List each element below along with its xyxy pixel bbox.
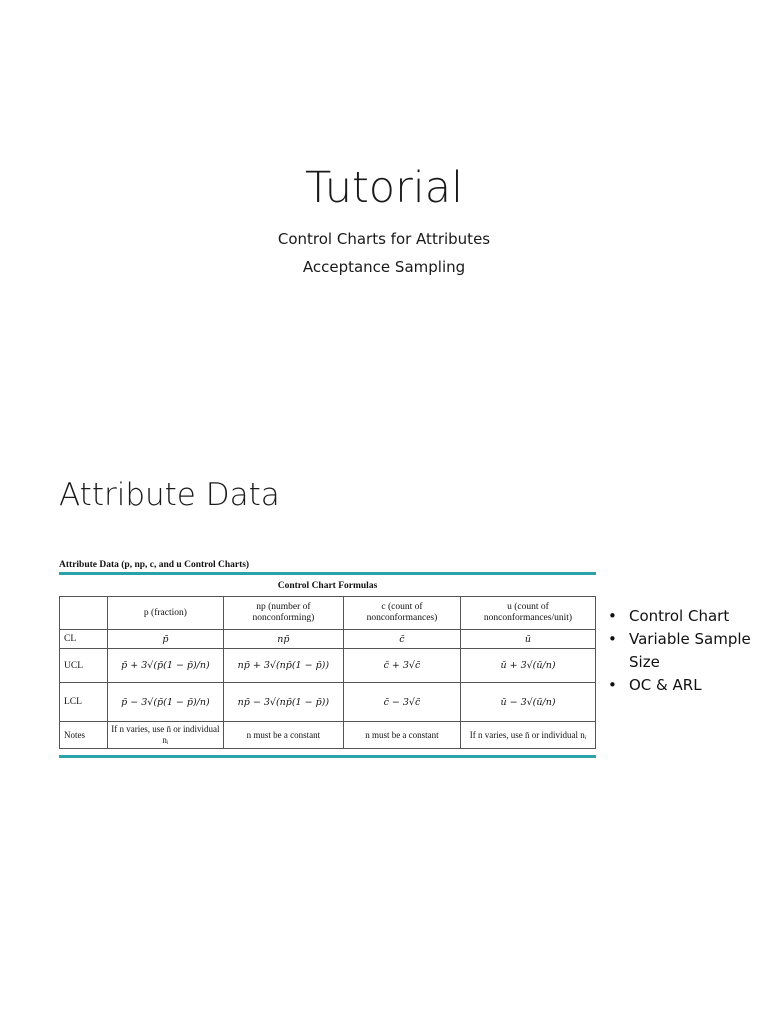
- table-cell: np̄ − 3√(np̄(1 − p̄)): [222, 682, 344, 722]
- table-cell: np̄: [222, 629, 344, 649]
- list-item: • OC & ARL: [608, 674, 758, 697]
- slide-attribute-data: Attribute Data Attribute Data (p, np, c,…: [0, 420, 768, 1024]
- table-band-title: Control Chart Formulas: [59, 575, 596, 597]
- table-cell: c̄ + 3√c̄: [342, 648, 461, 683]
- slide-heading: Attribute Data: [59, 477, 280, 513]
- bullet-text: Control Chart: [629, 607, 730, 625]
- bullet-icon: •: [608, 676, 617, 694]
- row-label: CL: [59, 629, 108, 649]
- table-cell: ū − 3√(ū/n): [459, 682, 597, 722]
- column-header-u: u (count of nonconformances/unit): [459, 596, 597, 630]
- table-cell: c̄ − 3√c̄: [342, 682, 461, 722]
- subtitle-line-2: Acceptance Sampling: [302, 258, 466, 276]
- subtitle-line-1: Control Charts for Attributes: [277, 230, 491, 248]
- column-header-blank: [59, 596, 108, 630]
- bullet-list: • Control Chart • Variable Sample Size • OC…: [608, 605, 758, 697]
- table-cell: p̄: [107, 629, 224, 649]
- bullet-icon: •: [608, 630, 617, 648]
- table-caption: Attribute Data (p, np, c, and u Control …: [59, 560, 250, 570]
- row-label: LCL: [59, 682, 108, 722]
- bullet-text: Variable Sample Size: [629, 630, 751, 671]
- bullet-text: OC & ARL: [629, 676, 702, 694]
- table-cell: If n varies, use n̄ or individual nᵢ: [107, 721, 224, 749]
- table-cell: If n varies, use n̄ or individual nᵢ: [459, 721, 597, 749]
- table-cell: p̄ + 3√(p̄(1 − p̄)/n): [107, 648, 224, 683]
- list-item: • Control Chart: [608, 605, 758, 628]
- table-row: LCL p̄ − 3√(p̄(1 − p̄)/n) np̄ − 3√(np̄(1…: [59, 682, 597, 722]
- control-chart-formulas-table: Control Chart Formulas p (fraction) np (…: [59, 575, 597, 749]
- row-label: Notes: [59, 721, 108, 749]
- table-top-rule: [59, 572, 596, 575]
- table-cell: n must be a constant: [222, 721, 344, 749]
- table-cell: c̄: [342, 629, 461, 649]
- table-cell: np̄ + 3√(np̄(1 − p̄)): [222, 648, 344, 683]
- table-row: CL p̄ np̄ c̄ ū: [59, 629, 597, 649]
- row-label: UCL: [59, 648, 108, 683]
- table-cell: ū: [459, 629, 597, 649]
- table-row: Notes If n varies, use n̄ or individual …: [59, 721, 597, 749]
- column-header-p: p (fraction): [107, 596, 224, 630]
- column-header-c: c (count of nonconformances): [342, 596, 461, 630]
- list-item: • Variable Sample Size: [608, 628, 758, 674]
- table-cell: n must be a constant: [342, 721, 461, 749]
- table-cell: ū + 3√(ū/n): [459, 648, 597, 683]
- column-header-np: np (number of nonconforming): [222, 596, 344, 630]
- bullet-icon: •: [608, 607, 617, 625]
- table-bottom-rule: [59, 755, 596, 758]
- slide-title: Tutorial Control Charts for Attributes A…: [0, 0, 768, 400]
- slide-title-heading: Tutorial: [304, 163, 464, 213]
- table-cell: p̄ − 3√(p̄(1 − p̄)/n): [107, 682, 224, 722]
- table-row: UCL p̄ + 3√(p̄(1 − p̄)/n) np̄ + 3√(np̄(1…: [59, 648, 597, 683]
